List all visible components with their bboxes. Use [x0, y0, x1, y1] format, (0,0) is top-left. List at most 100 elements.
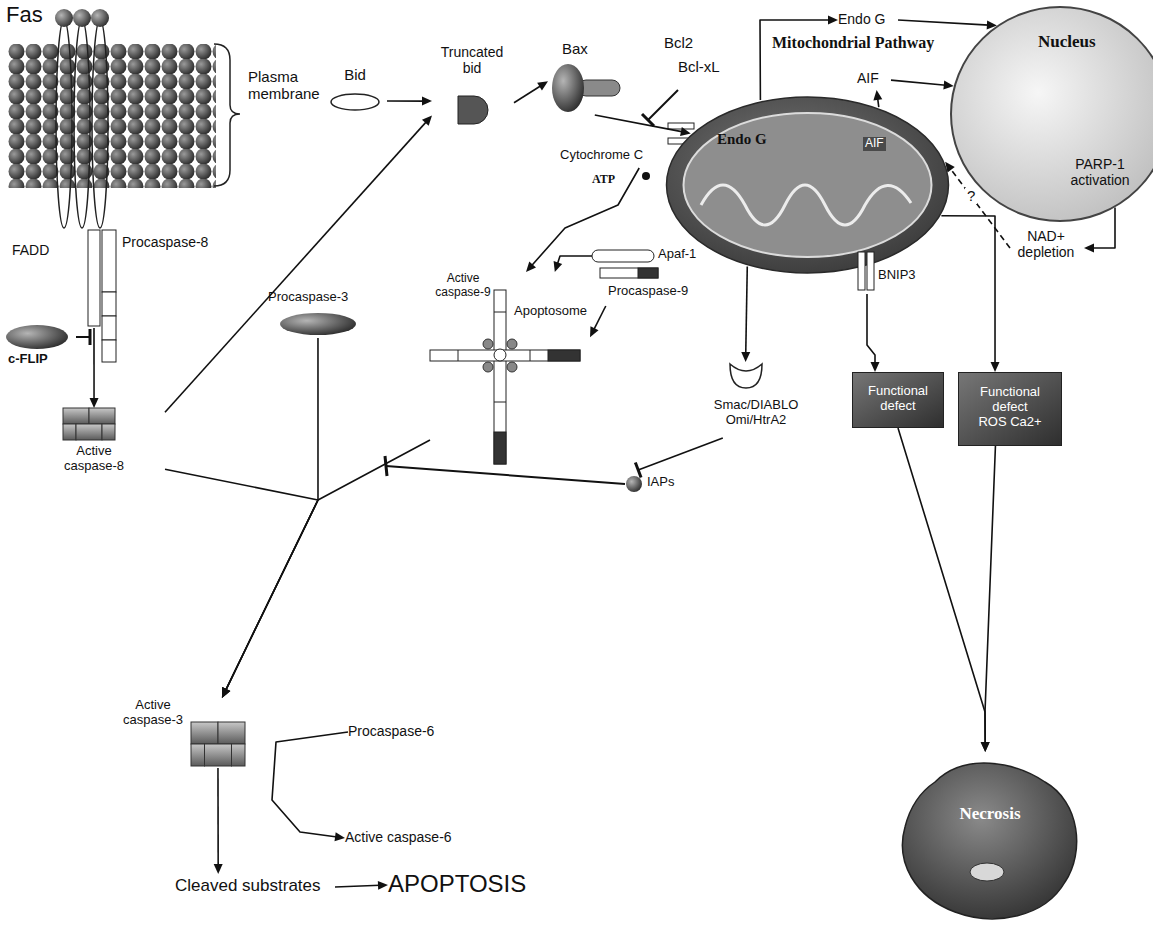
drawing-part — [494, 349, 506, 361]
drawing-part — [592, 250, 654, 262]
protein-ellipse-text: Bid — [325, 66, 385, 83]
drawing-part — [76, 424, 102, 440]
drawing-part — [959, 373, 1062, 446]
membrane-channel: BNIP3 — [858, 252, 918, 294]
necrotic-cell: Necrosis — [895, 752, 1087, 924]
arrow-connector — [387, 97, 432, 106]
connector-line — [985, 446, 995, 744]
figure-label: Plasma membrane — [248, 68, 340, 103]
arrow-connector — [590, 306, 606, 337]
procaspase-box-text: Procaspase-8 — [122, 234, 208, 250]
bax-protein: Bax — [548, 40, 626, 115]
nucleus: NucleusPARP-1 activation — [950, 6, 1153, 222]
drawing-part — [951, 7, 1153, 221]
inhibitor-label: Bcl2Bcl-xL — [660, 34, 732, 88]
connector-line — [165, 121, 427, 412]
drawing-part — [76, 336, 90, 338]
apoptosome: Active caspase-9Apoptosome — [430, 272, 590, 464]
arrow-connector — [941, 216, 999, 372]
drawing-part — [867, 252, 874, 290]
active-caspase-shape — [115, 698, 247, 768]
drawing-part — [902, 763, 1076, 919]
receptor: Fas — [4, 2, 120, 228]
arrow-connector — [165, 469, 318, 698]
process-text: Active caspase-6 — [345, 828, 475, 848]
apaf-protein-text: Apaf-1 — [658, 247, 696, 262]
drawing-part — [858, 252, 865, 290]
drawing-part — [91, 9, 109, 27]
truncated-protein: Truncated bid — [432, 44, 514, 128]
arrow-connector — [214, 768, 223, 874]
mitochondrion-text: AIF — [863, 137, 886, 151]
connector-line — [898, 428, 985, 744]
mitochondrion: Endo GAIF — [665, 95, 950, 275]
drawing-part — [102, 424, 115, 440]
edge-label: ? — [965, 188, 977, 205]
drawing-part — [684, 113, 932, 257]
drawing-part — [730, 364, 762, 388]
inhibitor-ellipse: c-FLIP — [4, 324, 76, 370]
arrow-connector — [222, 338, 318, 698]
arrow-connector — [635, 438, 722, 477]
arrow-connector — [90, 328, 99, 408]
arrow-connector — [165, 115, 432, 412]
drawing-part — [89, 408, 115, 424]
active-caspase: Active caspase-8 — [55, 408, 165, 480]
defect-box-text: Functional defect — [863, 384, 933, 414]
cytochrome-label-text: Cytochrome C — [560, 148, 643, 163]
released-factor: Endo G — [838, 9, 898, 31]
connector-line — [746, 267, 748, 354]
connector-line — [225, 440, 430, 691]
drawing-part — [386, 466, 625, 484]
drawing-part — [667, 97, 949, 273]
arrow-connector — [867, 294, 880, 372]
defect-box: Functional defect — [852, 372, 944, 428]
drawing-part — [385, 456, 387, 476]
process-text: Procaspase-6 — [348, 722, 448, 742]
drawing-part — [552, 64, 584, 112]
connector-line — [595, 115, 683, 132]
released-factor-text: Endo G — [838, 11, 885, 27]
connector-line — [867, 294, 875, 364]
arrowhead — [537, 81, 548, 90]
drawing-part — [89, 329, 92, 345]
connector-line — [594, 306, 606, 330]
arrow-connector — [760, 16, 838, 101]
arrow-connector — [222, 440, 430, 698]
drawing-part — [668, 123, 694, 129]
arrow-connector — [981, 446, 996, 752]
connector-line — [941, 216, 995, 364]
drawing-part — [55, 9, 73, 27]
inhibitor-label-text: Bcl2 — [664, 34, 693, 51]
active-caspase-text: Active caspase-3 — [115, 698, 191, 728]
connector-line — [514, 86, 541, 103]
arrow-connector — [898, 20, 997, 29]
mito-protein-text: Smac/DIABLO Omi/HtrA2 — [700, 398, 812, 428]
drawing-part — [92, 20, 108, 228]
drawing-part — [494, 312, 506, 313]
drawing-part — [458, 350, 459, 361]
cytochrome-dot — [642, 172, 650, 180]
adaptor-box-text: FADD — [12, 242, 49, 258]
drawing-part — [530, 350, 531, 361]
bax-protein-text: Bax — [562, 40, 588, 57]
drawing-part — [600, 268, 658, 278]
drawing-part — [970, 863, 1004, 881]
procaspase-ellipse-text: Procaspase-3 — [268, 290, 348, 305]
arrow-connector — [741, 267, 750, 362]
receptor-shape — [4, 2, 120, 228]
drawing-part — [507, 362, 517, 372]
apaf-protein: Apaf-1 — [592, 246, 700, 266]
drawing-part — [458, 96, 488, 124]
defect-box-text: Functional defect ROS Ca2+ — [977, 385, 1043, 430]
drawing-part — [853, 373, 944, 428]
defect-box: Functional defect ROS Ca2+ — [958, 372, 1062, 446]
outcome-text-text: APOPTOSIS — [388, 870, 526, 898]
plasma-membrane — [8, 44, 216, 188]
drawing-part — [280, 313, 356, 335]
receptor-text: Fas — [6, 2, 43, 27]
arrow-connector — [891, 80, 954, 89]
connector-line — [638, 438, 723, 470]
drawing-part — [430, 350, 580, 361]
drawing-part — [218, 722, 245, 744]
